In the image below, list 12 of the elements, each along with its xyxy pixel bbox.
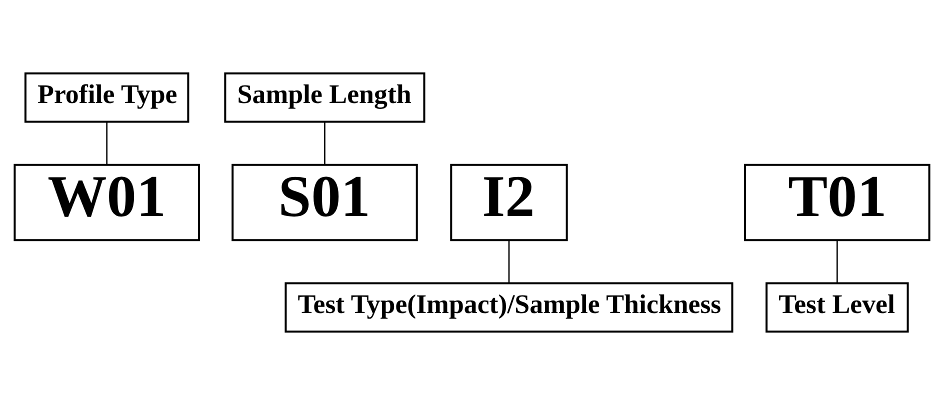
node-box: Sample Length [224, 72, 426, 123]
node-box: Test Type(Impact)/Sample Thickness [284, 282, 734, 333]
connector [106, 122, 108, 165]
connector [324, 122, 326, 165]
node-box: T01 [744, 164, 930, 242]
node-box: Profile Type [24, 72, 190, 123]
node-box: S01 [232, 164, 418, 242]
connector [836, 240, 838, 283]
connector [508, 240, 510, 283]
node-box: W01 [14, 164, 200, 242]
node-box: I2 [450, 164, 568, 242]
node-box: Test Level [766, 282, 909, 333]
